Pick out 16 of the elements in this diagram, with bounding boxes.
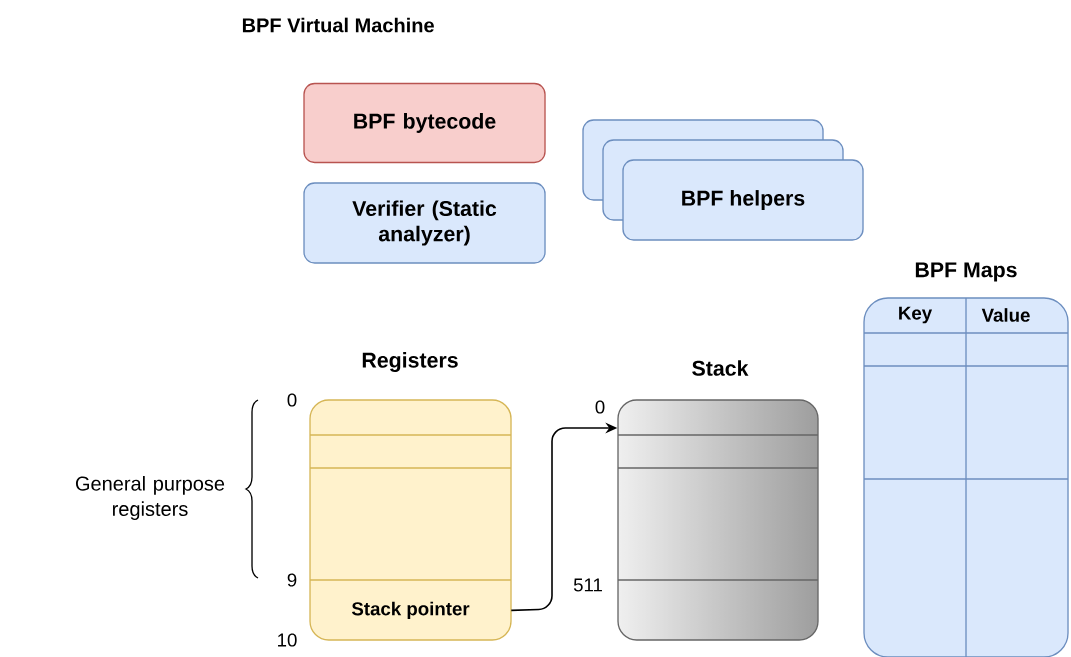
process-box: Verifier (Static analyzer) <box>303 182 546 264</box>
index-number: 9 <box>287 573 297 587</box>
stacked-cards: BPF helpers <box>582 119 864 241</box>
index-number: 10 <box>278 633 297 647</box>
table-row: Stack pointer <box>351 601 470 620</box>
index-number: 0 <box>287 393 297 407</box>
heading: Stack <box>692 360 749 376</box>
brace-label: General purpose registers <box>75 476 225 520</box>
heading: Registers <box>362 352 458 372</box>
node-label: Value <box>981 308 1030 322</box>
map-table: Key Value <box>863 297 1069 657</box>
heading: BPF Maps <box>915 262 1017 282</box>
node-label: Key <box>899 306 933 324</box>
title: BPF Virtual Machine <box>242 17 434 33</box>
index-number: 0 <box>595 400 605 414</box>
process-box: BPF bytecode <box>303 82 546 164</box>
